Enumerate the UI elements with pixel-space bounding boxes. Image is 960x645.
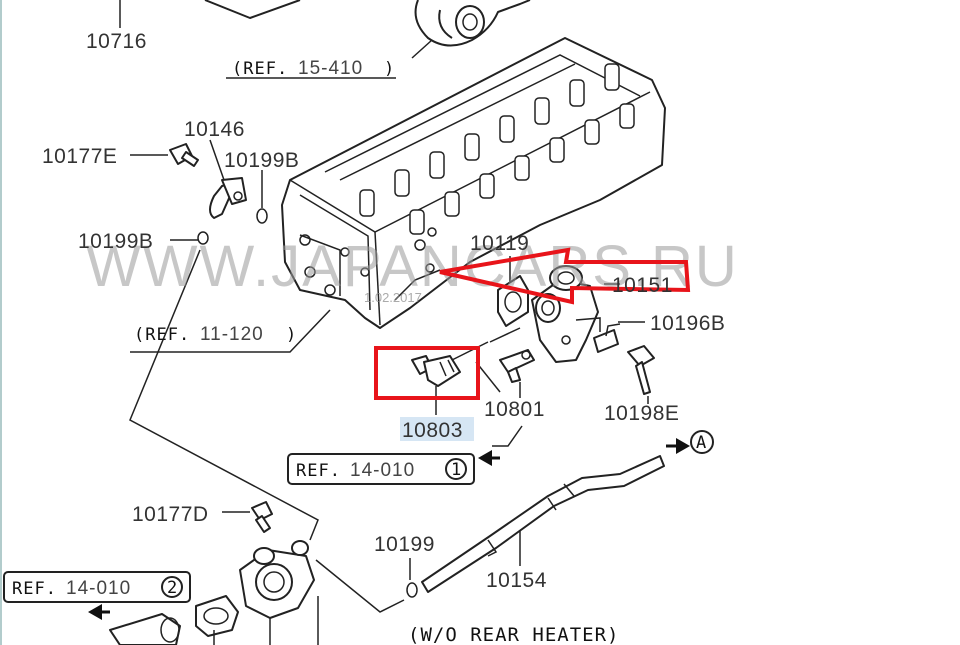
marker-a-label: A (696, 433, 707, 453)
part-10154-pipe-drawing (406, 455, 665, 598)
part-label-10151[interactable]: 10151 (612, 274, 673, 297)
part-10801-sensor-drawing (489, 327, 535, 398)
part-label-10146[interactable]: 10146 (184, 118, 245, 141)
arrow-to-a (666, 438, 690, 454)
part-10151-housing-drawing (531, 265, 620, 363)
ref-14-010-2-prefix: REF. (12, 579, 57, 599)
ref-15-410-number: 15-410 (298, 58, 363, 79)
ref-11-120-number: 11-120 (200, 324, 264, 345)
ref-14-010-1[interactable]: REF. 14-010 1 (287, 453, 475, 485)
cylinder-head-drawing (281, 37, 666, 329)
part-label-10199[interactable]: 10199 (374, 533, 435, 556)
ref-14-010-2[interactable]: REF. 14-010 2 (3, 571, 191, 603)
connection-lines (129, 249, 523, 613)
ref-11-120-prefix: (REF. (134, 325, 190, 345)
ref-arrow-1 (478, 450, 500, 466)
ref-11-120[interactable]: (REF. 11-120 ) (134, 324, 297, 345)
part-label-10801[interactable]: 10801 (484, 398, 545, 421)
part-15-410-drawing (411, 0, 531, 59)
ref-14-010-1-number: 14-010 (350, 460, 415, 481)
part-10177D-bolt-drawing (222, 501, 273, 533)
part-10716-drawing (119, 0, 301, 28)
ref-14-010-1-circle: 1 (451, 460, 462, 480)
part-label-10716[interactable]: 10716 (86, 30, 147, 53)
part-label-10119[interactable]: 10119 (470, 232, 529, 255)
part-10803-sensor-drawing (411, 341, 489, 415)
part-label-10199B-left[interactable]: 10199B (78, 230, 153, 253)
ref-14-010-2-number: 14-010 (66, 578, 131, 599)
part-10198E-bolt-drawing (627, 345, 655, 404)
part-label-10154[interactable]: 10154 (486, 569, 547, 592)
thermostat-housing-drawing (239, 540, 319, 645)
ref-14-010-2-circle: 2 (167, 578, 178, 598)
ref-15-410[interactable]: (REF. 15-410 ) (226, 58, 396, 79)
highlight-arrow (439, 247, 691, 305)
ref-15-410-suffix: ) (384, 59, 395, 79)
part-label-10177E[interactable]: 10177E (42, 145, 117, 168)
highlight-box (374, 346, 480, 400)
ref-11-120-suffix: ) (286, 325, 297, 345)
ref-14-010-1-prefix: REF. (296, 461, 341, 481)
marker-a[interactable]: A (690, 430, 714, 454)
part-label-10803[interactable]: 10803 (402, 419, 463, 442)
ref-arrow-2 (88, 604, 110, 620)
note-wo-rear-heater: (W/O REAR HEATER) (408, 624, 619, 645)
part-10146-fitting-drawing (209, 139, 247, 219)
thermostat-drawing (195, 595, 239, 645)
selected-label-bg (400, 417, 474, 441)
part-10199B-oring-drawing (170, 170, 268, 245)
watermark-date: 1.02.2017 (364, 290, 422, 305)
part-label-10177D[interactable]: 10177D (132, 503, 209, 526)
part-label-10198E[interactable]: 10198E (604, 402, 679, 425)
ref-15-410-prefix: (REF. (232, 59, 288, 79)
part-label-10196B[interactable]: 10196B (650, 312, 725, 335)
water-inlet-drawing (109, 613, 181, 645)
part-label-10199B-top[interactable]: 10199B (224, 149, 299, 172)
part-10177E-bolt-drawing (130, 143, 199, 167)
part-10196B-bracket-drawing (593, 321, 645, 353)
